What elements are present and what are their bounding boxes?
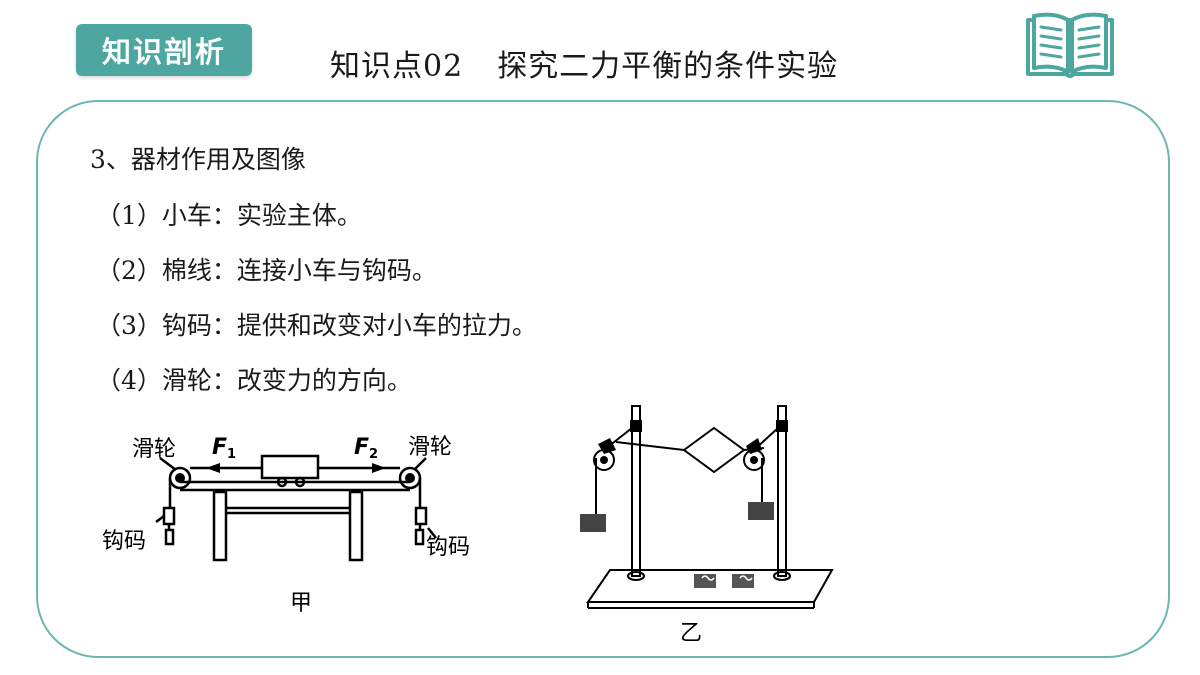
list-item-cart: （1）小车：实验主体。 <box>96 201 362 230</box>
label-force-right-sub: 2 <box>369 447 378 462</box>
open-book-icon <box>1026 12 1114 78</box>
title-number: 知识点02 <box>330 49 464 84</box>
label-force-left-sub: 1 <box>227 447 236 462</box>
svg-text:F2: F2 <box>354 435 378 462</box>
label-force-right: F <box>354 435 369 460</box>
content-card <box>36 100 1170 658</box>
list-item-string: （2）棉线：连接小车与钩码。 <box>96 256 437 285</box>
list-item-pulley: （4）滑轮：改变力的方向。 <box>96 366 412 395</box>
label-force-left: F <box>212 435 227 460</box>
figure-a-table-cart: 滑轮 滑轮 钩码 钩码 F1 F2 甲 <box>102 435 470 616</box>
section-badge: 知识剖析 <box>76 24 252 76</box>
figure-a-caption: 甲 <box>290 591 312 616</box>
figure-b-caption: 乙 <box>680 621 702 646</box>
label-pulley-right: 滑轮 <box>408 435 452 460</box>
list-item-weights: （3）钩码：提供和改变对小车的拉力。 <box>96 311 537 340</box>
label-weight-right: 钩码 <box>426 535 470 560</box>
svg-text:F1: F1 <box>212 435 236 462</box>
title-text: 探究二力平衡的条件实验 <box>497 49 839 84</box>
page-title: 知识点02 探究二力平衡的条件实验 <box>330 40 838 86</box>
label-weight-left: 钩码 <box>102 529 146 554</box>
label-pulley-left: 滑轮 <box>132 437 176 462</box>
figure-b-suspended-card: 乙 <box>580 405 834 646</box>
section-heading: 3、器材作用及图像 <box>90 145 306 174</box>
